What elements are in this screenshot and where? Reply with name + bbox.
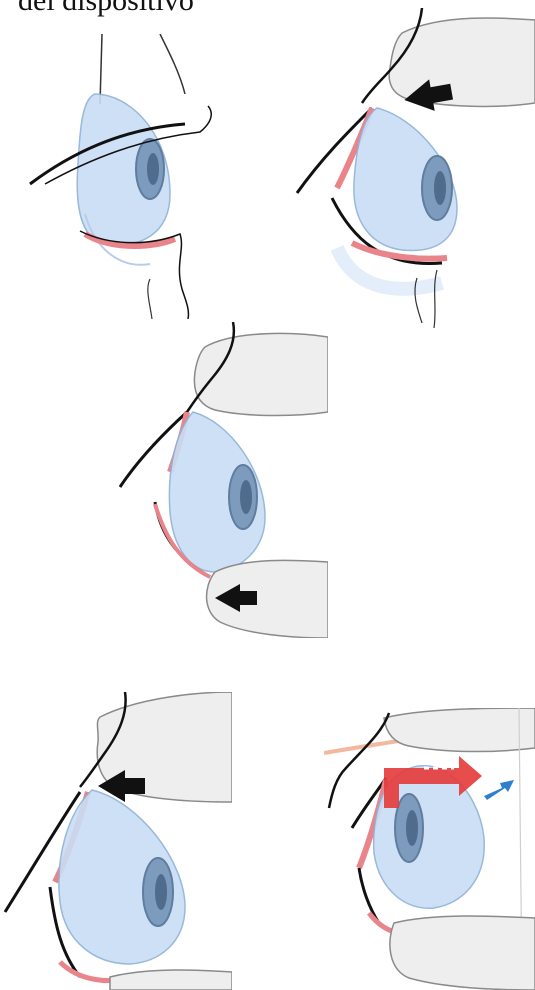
illustration-step-4 (0, 692, 232, 990)
finger-lower (110, 970, 232, 990)
illustration-step-2 (292, 8, 535, 328)
finger-upper (389, 18, 535, 106)
caption-text: del dispositivo (18, 0, 194, 16)
illustration-step-5 (324, 708, 535, 990)
illustration-step-3 (115, 322, 328, 638)
finger-lower (390, 916, 535, 990)
eye-profile-with-lens (10, 34, 225, 319)
pressing-upper-eyelid (0, 692, 232, 990)
lens-removal (324, 708, 535, 990)
blue-arrow-right-icon (484, 780, 514, 800)
finger-on-upper-eyelid (292, 8, 535, 328)
finger-upper (384, 708, 535, 752)
illustration-step-1 (10, 34, 225, 319)
fingers-on-both-eyelids (115, 322, 328, 638)
